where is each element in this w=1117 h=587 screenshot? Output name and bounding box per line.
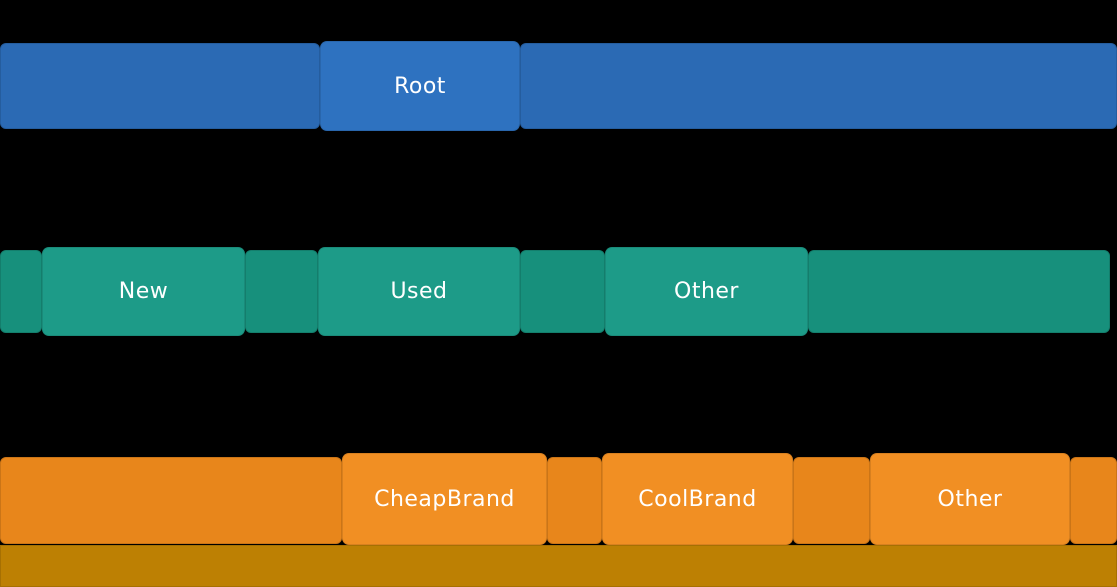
node-used[interactable]: Used [318,247,520,336]
level-condition-extent-bar [245,250,318,333]
node-other[interactable]: Other [870,453,1070,545]
level-brand-extent-bar [793,457,870,544]
level-brand-extent-bar [1070,457,1117,544]
level-condition-extent-bar [808,250,1110,333]
node-label: Used [390,279,448,304]
node-root[interactable]: Root [320,41,520,131]
node-label: Other [937,486,1003,512]
level-condition-extent-bar [0,250,42,333]
level-condition-extent-bar [520,250,605,333]
node-label: CheapBrand [374,486,515,512]
node-coolbrand[interactable]: CoolBrand [602,453,793,545]
next-level-strip [0,545,1117,587]
node-label: Other [674,279,739,304]
node-label: CoolBrand [638,486,757,512]
node-other[interactable]: Other [605,247,808,336]
node-label: New [118,279,169,304]
node-new[interactable]: New [42,247,245,336]
node-cheapbrand[interactable]: CheapBrand [342,453,547,545]
level-root-extent-bar [520,43,1117,129]
level-brand-extent-bar [547,457,602,544]
node-label: Root [394,73,446,99]
level-root-extent-bar [0,43,320,129]
level-brand-extent-bar [0,457,342,544]
